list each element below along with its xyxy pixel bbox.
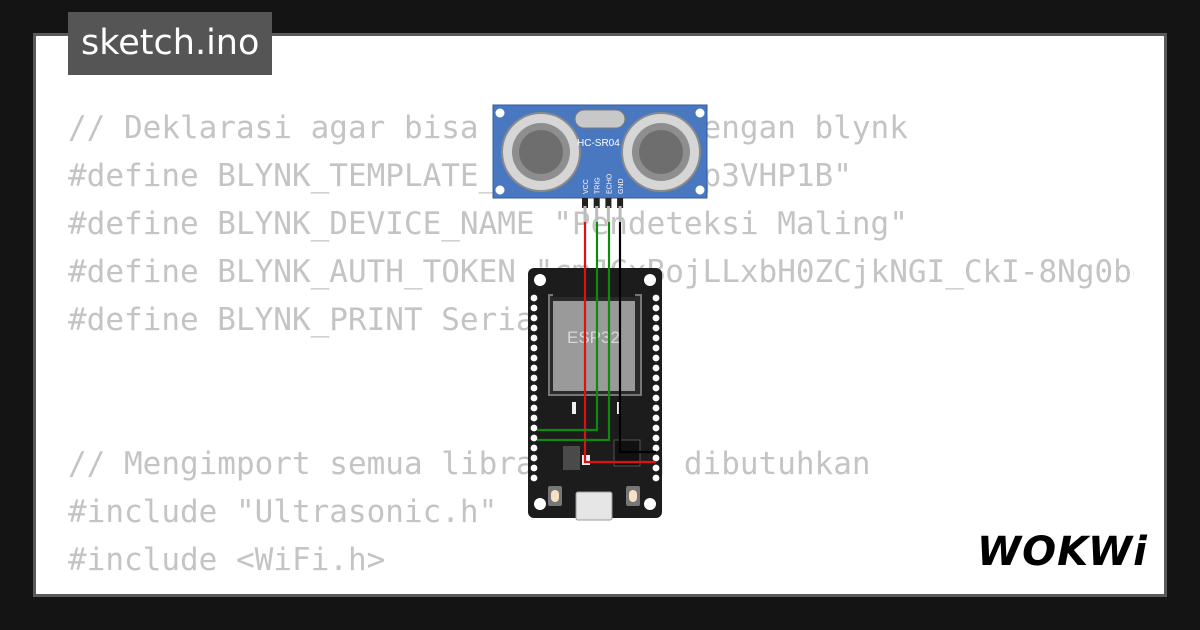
sensor-pin[interactable] (605, 198, 612, 208)
antenna-area (553, 275, 635, 297)
file-tab[interactable]: sketch.ino (68, 12, 273, 75)
esp32-pin[interactable] (530, 444, 538, 452)
esp32-pin[interactable] (530, 404, 538, 412)
esp32-pin[interactable] (652, 314, 660, 322)
wire-echo (537, 222, 611, 442)
esp32-pin[interactable] (652, 424, 660, 432)
wire-gnd (618, 222, 656, 454)
code-line: #include <WiFi.h> (68, 542, 386, 578)
sensor-pin-label: VCC (583, 179, 590, 194)
sensor-pin-label: GND (618, 178, 625, 194)
boot-button[interactable] (626, 486, 640, 506)
esp32-chip-label: ESP32 (567, 328, 620, 347)
esp32-left-pins (530, 294, 538, 482)
esp32-pin[interactable] (652, 394, 660, 402)
esp32-pin[interactable] (652, 344, 660, 352)
esp32-pin[interactable] (652, 334, 660, 342)
esp32-pin[interactable] (652, 374, 660, 382)
sensor-model-label: HC-SR04 (577, 138, 620, 149)
esp32-pin[interactable] (530, 394, 538, 402)
voltage-regulator (563, 446, 580, 470)
sensor-pin-lead (618, 206, 622, 222)
esp32-pin[interactable] (530, 474, 538, 482)
esp32-pin[interactable] (530, 384, 538, 392)
sensor-pin[interactable] (617, 198, 624, 208)
wire-vcc (583, 222, 656, 464)
esp32-pin[interactable] (530, 464, 538, 472)
code-line: #include "Ultrasonic.h" (68, 494, 498, 530)
esp32-pin[interactable] (530, 364, 538, 372)
sensor-pin-label: TRIG (595, 177, 602, 194)
file-tab-label: sketch.ino (81, 23, 260, 63)
esp32-pin[interactable] (652, 474, 660, 482)
sensor-pin-label: ECHO (606, 173, 613, 194)
esp32-pin[interactable] (652, 454, 660, 462)
sensor-pin-lead (595, 206, 599, 222)
esp32-pin[interactable] (652, 384, 660, 392)
esp32-pin[interactable] (530, 324, 538, 332)
esp32-pin[interactable] (652, 444, 660, 452)
wokwi-logo-text: WOKWi (977, 529, 1148, 575)
wires (537, 222, 656, 464)
esp32-pin[interactable] (652, 304, 660, 312)
esp32-pin[interactable] (530, 354, 538, 362)
hc-sr04-sensor[interactable]: HC-SR04 VCC TRIG ECHO GND (492, 104, 708, 222)
sensor-pin-lead (606, 206, 610, 222)
esp32-pin[interactable] (652, 354, 660, 362)
esp32-pin[interactable] (530, 424, 538, 432)
receiver-transducer (621, 112, 701, 192)
esp32-right-pins (652, 294, 660, 482)
sensor-pin-header: VCC TRIG ECHO GND (582, 173, 625, 222)
sensor-crystal (574, 109, 626, 129)
esp32-pin[interactable] (652, 434, 660, 442)
wokwi-logo: WOKWi (977, 529, 1148, 575)
esp32-board[interactable]: ESP32 (528, 268, 662, 521)
sensor-pin[interactable] (593, 198, 600, 208)
esp32-pin[interactable] (652, 294, 660, 302)
esp32-pin[interactable] (530, 374, 538, 382)
sensor-pin-lead (583, 206, 587, 222)
esp32-pin[interactable] (652, 464, 660, 472)
esp32-pin[interactable] (652, 404, 660, 412)
esp32-pin[interactable] (652, 324, 660, 332)
esp32-chip (553, 301, 635, 391)
wire-trig (537, 222, 599, 432)
esp32-pin[interactable] (530, 434, 538, 442)
esp32-pin[interactable] (530, 414, 538, 422)
sensor-pin[interactable] (582, 198, 588, 208)
code-line: #define BLYNK_PRINT Serial (68, 302, 554, 338)
esp32-pin[interactable] (530, 334, 538, 342)
transmitter-transducer (501, 112, 581, 192)
en-button[interactable] (548, 486, 562, 506)
esp32-pin[interactable] (530, 294, 538, 302)
esp32-pin[interactable] (530, 344, 538, 352)
esp32-pin[interactable] (530, 304, 538, 312)
esp32-pin[interactable] (652, 414, 660, 422)
code-line: #include <WiFiClient.h> (68, 590, 497, 594)
esp32-pin[interactable] (530, 454, 538, 462)
esp32-pin[interactable] (652, 364, 660, 372)
esp32-pin[interactable] (530, 314, 538, 322)
usb-port (575, 491, 613, 521)
code-line: #define BLYNK_DEVICE_NAME "Pendeteksi Ma… (68, 206, 908, 242)
